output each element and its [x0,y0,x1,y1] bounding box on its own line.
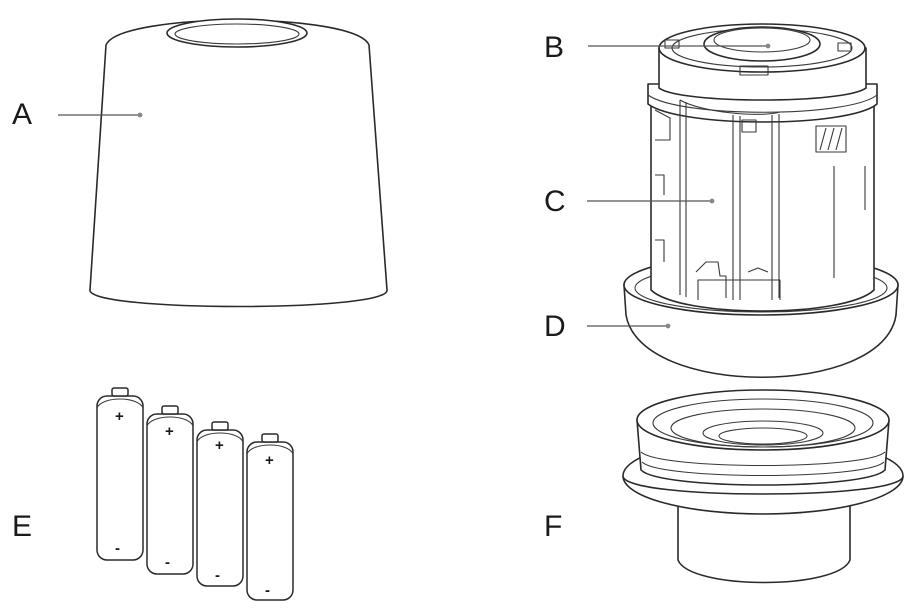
callout-label-d: D [544,310,566,343]
battery-4-minus: - [265,582,270,599]
battery-2: + - [146,405,194,575]
callout-label-e: E [12,510,32,543]
part-a-cover: A [12,18,388,308]
callout-dot-d [665,323,671,329]
callout-label-a: A [12,98,32,131]
callout-label-f: F [544,510,562,543]
callout-dot-a [137,112,143,118]
part-c-body: C [544,83,878,312]
battery-3: + - [196,421,244,587]
part-e-batteries: + - + - + - + - E [12,387,294,601]
part-b-top: B [544,23,867,101]
battery-1-plus: + [115,408,124,425]
callout-dot-c [709,198,715,204]
battery-4: + - [246,433,294,601]
callout-label-b: B [544,31,564,64]
callout-label-c: C [544,185,566,218]
battery-4-plus: + [265,452,274,469]
battery-2-plus: + [165,423,174,440]
part-f-base: F [544,389,904,584]
battery-1-minus: - [115,540,120,557]
battery-1: + - [96,387,144,561]
battery-3-minus: - [215,567,220,584]
battery-3-plus: + [215,437,224,454]
battery-2-minus: - [165,554,170,571]
callout-dot-b [765,43,771,49]
